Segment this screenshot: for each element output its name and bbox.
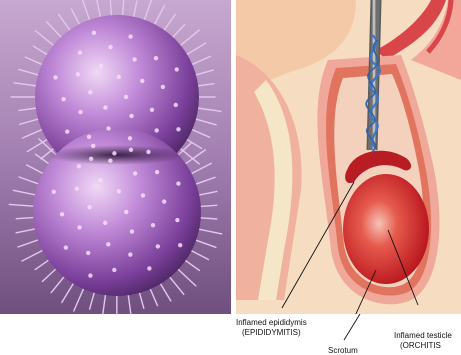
surface-nub (75, 186, 79, 190)
anatomy-svg (236, 0, 461, 314)
surface-nub (140, 79, 144, 83)
testicle-label-line1: Inflamed testicle (394, 331, 452, 340)
surface-nub (88, 90, 92, 94)
surface-nub (77, 164, 81, 168)
surface-nub (65, 129, 69, 133)
surface-nub (176, 181, 180, 185)
surface-nub (88, 273, 92, 277)
surface-nub (89, 157, 93, 161)
surface-nub (87, 135, 91, 139)
surface-nub (77, 225, 81, 229)
surface-nub (98, 178, 102, 182)
surface-nub (92, 31, 96, 35)
surface-nub (178, 243, 182, 247)
surface-nub (156, 244, 160, 248)
surface-nub (130, 229, 134, 233)
surface-nub (150, 108, 154, 112)
surface-nub (108, 45, 112, 49)
surface-nub (52, 190, 56, 194)
epididymis-label-line1: Inflamed epididymis (236, 318, 307, 327)
surface-nub (129, 148, 133, 152)
surface-nub (141, 193, 145, 197)
surface-nub (132, 57, 136, 61)
scrotum-label: Scrotum (328, 346, 358, 355)
surface-nub (76, 72, 80, 76)
surface-nub (99, 64, 103, 68)
surface-nub (155, 170, 159, 174)
surface-nub (128, 136, 132, 140)
surface-nub (78, 110, 82, 114)
surface-nub (106, 242, 110, 246)
bacterium-svg (0, 0, 231, 314)
surface-nub (162, 199, 166, 203)
surface-nub (128, 34, 132, 38)
surface-nub (61, 97, 65, 101)
surface-nub (174, 103, 178, 107)
surface-nub (146, 150, 150, 154)
bacterium-illustration (0, 0, 231, 314)
surface-nub (154, 128, 158, 132)
surface-nub (108, 158, 112, 162)
surface-nub (124, 95, 128, 99)
surface-nub (60, 212, 64, 216)
surface-nub (175, 67, 179, 71)
surface-nub (112, 151, 116, 155)
surface-nub (112, 268, 116, 272)
surface-nub (129, 114, 133, 118)
surface-nub (86, 251, 90, 255)
surface-nub (154, 56, 158, 60)
epididymis-label-line2: (EPIDIDYMITIS) (242, 328, 301, 337)
surface-nub (91, 144, 95, 148)
anatomy-illustration: Inflamed epididymis (EPIDIDYMITIS) Scrot… (236, 0, 461, 355)
surface-nub (128, 252, 132, 256)
surface-nub (175, 218, 179, 222)
surface-nub (53, 75, 57, 79)
surface-nub (64, 245, 68, 249)
surface-nub (161, 85, 165, 89)
vas-deferens (372, 0, 376, 150)
surface-nub (124, 210, 128, 214)
division-gap (47, 145, 187, 165)
surface-nub (103, 105, 107, 109)
surface-nub (176, 127, 180, 131)
surface-nub (151, 223, 155, 227)
surface-nub (117, 189, 121, 193)
surface-nub (147, 266, 151, 270)
inflamed-testicle (343, 174, 429, 284)
surface-nub (117, 75, 121, 79)
surface-nub (87, 205, 91, 209)
testicle-label-line2: (ORCHITIS (400, 341, 441, 350)
surface-nub (133, 171, 137, 175)
surface-nub (106, 126, 110, 130)
surface-nub (78, 50, 82, 54)
surface-nub (103, 221, 107, 225)
